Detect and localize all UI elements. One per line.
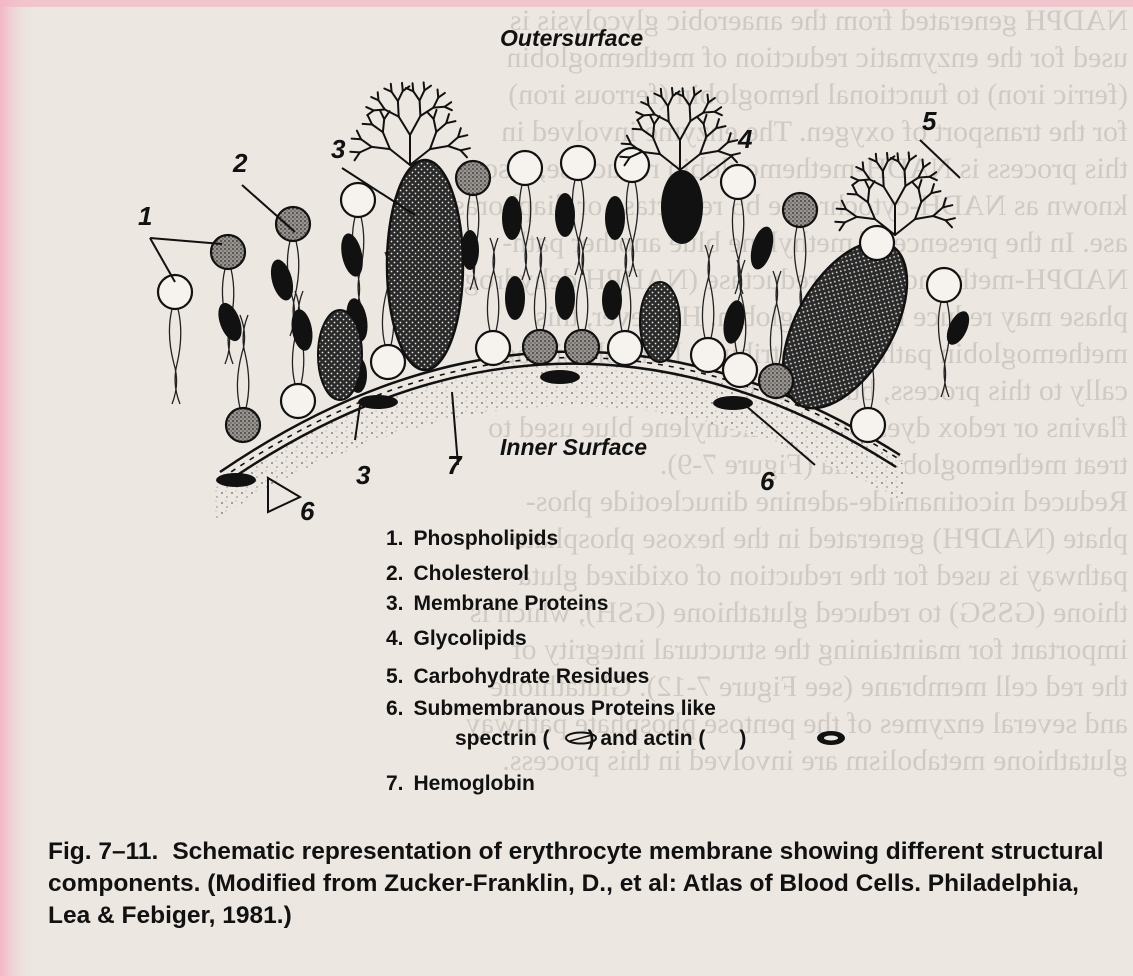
callout-5: 5: [922, 106, 937, 136]
inner-surface-label: Inner Surface: [500, 434, 647, 460]
glycolipid-head: [456, 161, 490, 195]
glycolipid-head: [276, 207, 310, 241]
phospholipid-head: [508, 151, 542, 185]
phospholipid-head: [723, 353, 757, 387]
outer-surface-label: Outersurface: [500, 25, 643, 51]
legend-item-3: 3.Membrane Proteins: [386, 592, 608, 615]
callout-3-lower: 3: [356, 460, 371, 490]
glycolipid-body: [661, 170, 703, 244]
glycolipid-head: [226, 408, 260, 442]
phospholipid-head: [341, 183, 375, 217]
figure-caption: Fig. 7–11.Schematic representation of er…: [48, 836, 1118, 932]
cholesterol-molecule: [502, 196, 522, 240]
cholesterol-molecule: [555, 276, 575, 320]
callout-3: 3: [331, 134, 346, 164]
bleed-line: Reduced nicotinamide-adenine dinucleotid…: [526, 485, 1128, 518]
bleed-line: (ferric iron) to functional hemoglobin (…: [508, 78, 1128, 111]
cholesterol-molecule: [555, 193, 575, 237]
figure-number: Fig. 7–11.: [48, 838, 158, 865]
caption-text: Schematic representation of erythrocyte …: [48, 838, 1104, 929]
legend-item-6-continued: spectrin () and actin (): [455, 727, 746, 750]
phospholipid-head: [476, 331, 510, 365]
glycolipid-head: [565, 330, 599, 364]
phospholipid-head: [691, 338, 725, 372]
callout-2: 2: [232, 148, 248, 178]
phospholipid-head: [927, 268, 961, 302]
actin-node: [540, 370, 580, 384]
actin-symbol-icon: [817, 731, 845, 745]
glycolipid-head: [211, 235, 245, 269]
bleed-line: important for maintaining the structural…: [511, 633, 1128, 666]
bleed-line: for the transport of oxygen. The enzyme …: [501, 115, 1128, 148]
phospholipid-head: [561, 146, 595, 180]
glycolipid-head: [783, 193, 817, 227]
callout-6-left: 6: [300, 496, 315, 526]
phospholipid-head: [721, 165, 755, 199]
membrane-protein: [387, 160, 463, 370]
legend-item-6: 6.Submembranous Proteins like: [386, 697, 716, 720]
phospholipid-head: [608, 331, 642, 365]
callout-6-right: 6: [760, 466, 775, 496]
bleed-line: pathway is used for the reduction of oxi…: [508, 559, 1128, 592]
membrane-protein: [318, 310, 362, 400]
callout-1: 1: [138, 201, 152, 231]
cholesterol-molecule: [605, 196, 625, 240]
glycolipid-head: [759, 364, 793, 398]
phospholipid-head: [371, 345, 405, 379]
callout-7: 7: [447, 450, 463, 480]
legend-item-5: 5.Carbohydrate Residues: [386, 665, 649, 688]
bleed-line: ase. In the presence of methylene blue a…: [502, 226, 1128, 259]
cholesterol-molecule: [505, 276, 525, 320]
page-left-edge: [0, 0, 36, 976]
membrane-protein: [640, 282, 680, 362]
actin-node: [358, 395, 398, 409]
glycolipid-head: [523, 330, 557, 364]
phospholipid-head: [851, 408, 885, 442]
bleed-line: phate (NADPH) generated in the hexose ph…: [513, 522, 1128, 555]
actin-node: [216, 473, 256, 487]
cholesterol-molecule: [602, 280, 622, 320]
phospholipid-head: [281, 384, 315, 418]
callout-4: 4: [737, 124, 753, 154]
